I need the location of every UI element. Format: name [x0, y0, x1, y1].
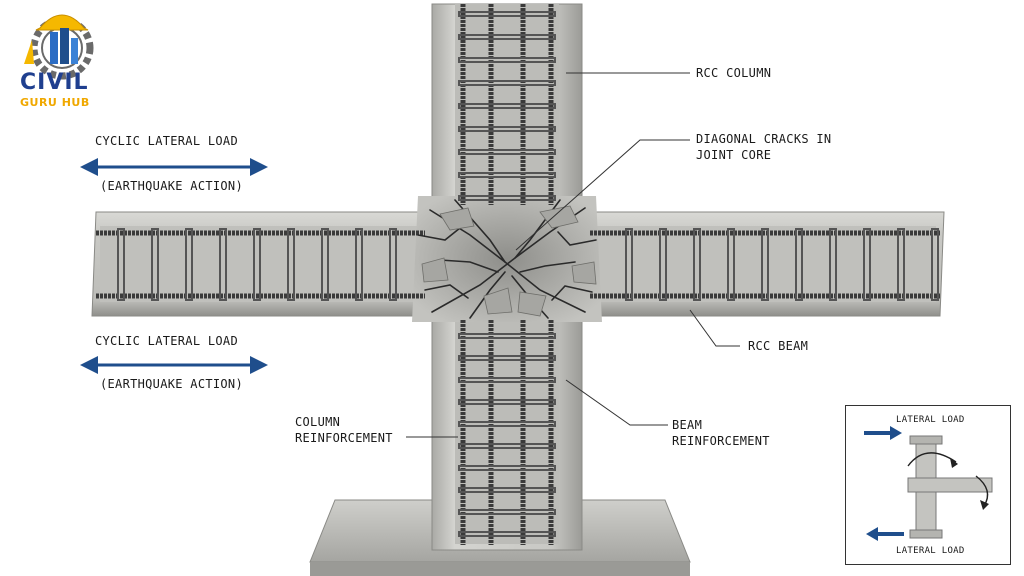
- inset-column-base: [909, 529, 943, 539]
- column-tie: [458, 443, 556, 449]
- leader-lines: [406, 72, 740, 438]
- beam-stirrup: [151, 228, 159, 301]
- leader-diagonal-cracks: [515, 139, 690, 251]
- column-tie: [458, 509, 556, 515]
- beam-stirrup: [659, 228, 667, 301]
- column-tie: [458, 399, 556, 405]
- beam-stirrup: [219, 228, 227, 301]
- load-top-title: CYCLIC LATERAL LOAD: [95, 134, 238, 148]
- column-ties-top: [458, 11, 556, 201]
- callout-diagonal-cracks-2: JOINT CORE: [696, 148, 772, 162]
- inset-joint-sketch: [864, 426, 993, 541]
- load-bottom-title: CYCLIC LATERAL LOAD: [95, 334, 238, 348]
- column-tie: [458, 421, 556, 427]
- column-tie: [458, 149, 556, 155]
- crack-fragments: [421, 205, 597, 317]
- beam-stirrup: [897, 228, 905, 301]
- column-tie: [458, 80, 556, 86]
- beam-stirrup: [287, 228, 295, 301]
- column-tie: [458, 195, 556, 201]
- inset-beam: [907, 477, 993, 493]
- callout-column-reinf-1: COLUMN: [295, 415, 341, 429]
- beam-stirrup: [253, 228, 261, 301]
- leader-beam-reinf: [565, 379, 668, 426]
- inset-column-cap: [909, 435, 943, 445]
- callout-rcc-beam: RCC BEAM: [748, 339, 809, 353]
- brand-name: CIVIL: [20, 70, 89, 95]
- callout-column-reinf-2: REINFORCEMENT: [295, 431, 393, 445]
- beam-stirrup: [321, 228, 329, 301]
- column-tie: [458, 34, 556, 40]
- column-bars-bottom: [460, 320, 554, 545]
- load-top-subtitle: (EARTHQUAKE ACTION): [100, 179, 243, 193]
- column-tie: [458, 57, 556, 63]
- hardhat-icon: [35, 14, 89, 31]
- inset-top-label: LATERAL LOAD: [896, 415, 965, 425]
- beam-stirrup: [185, 228, 193, 301]
- column-tie: [458, 333, 556, 339]
- load-arrow-top: [80, 158, 268, 176]
- inset-bottom-label: LATERAL LOAD: [896, 546, 965, 556]
- load-arrow-bottom: [80, 356, 268, 374]
- callout-beam-reinf-2: REINFORCEMENT: [672, 434, 770, 448]
- inset-arrow-right: [864, 426, 902, 440]
- column-tie: [458, 377, 556, 383]
- crane-icon: [24, 40, 34, 64]
- callout-beam-reinf-1: BEAM: [672, 418, 703, 432]
- beam-stirrup: [625, 228, 633, 301]
- footing-front: [310, 562, 690, 576]
- inset-arrow-left: [866, 527, 904, 541]
- beam-stirrup: [355, 228, 363, 301]
- column-tie: [458, 487, 556, 493]
- beam-stirrup: [761, 228, 769, 301]
- inset-diagram: LATERAL LOAD LATERAL LOAD: [845, 405, 1011, 565]
- column-tie: [458, 11, 556, 17]
- column-tie: [458, 103, 556, 109]
- beam-stirrups: [117, 228, 939, 301]
- beam-stirrup: [727, 228, 735, 301]
- leader-rcc-beam: [689, 309, 740, 347]
- brand-subname: GURU HUB: [20, 96, 90, 109]
- column-tie: [458, 355, 556, 361]
- beam-stirrup: [389, 228, 397, 301]
- beam-stirrup: [829, 228, 837, 301]
- callout-diagonal-cracks-1: DIAGONAL CRACKS IN: [696, 132, 832, 146]
- column-tie: [458, 126, 556, 132]
- load-bottom-subtitle: (EARTHQUAKE ACTION): [100, 377, 243, 391]
- beam-stirrup: [117, 228, 125, 301]
- logo-emblem: [24, 14, 94, 80]
- beam-stirrup: [863, 228, 871, 301]
- column-tie: [458, 531, 556, 537]
- beam-stirrup: [931, 228, 939, 301]
- callout-rcc-column: RCC COLUMN: [696, 66, 772, 80]
- column-tie: [458, 172, 556, 178]
- column-tie: [458, 465, 556, 471]
- beam-stirrup: [693, 228, 701, 301]
- beam-stirrup: [795, 228, 803, 301]
- column-ties-bottom: [458, 333, 556, 537]
- beam-cage-recess-right: [596, 226, 936, 302]
- building-icon: [50, 32, 58, 64]
